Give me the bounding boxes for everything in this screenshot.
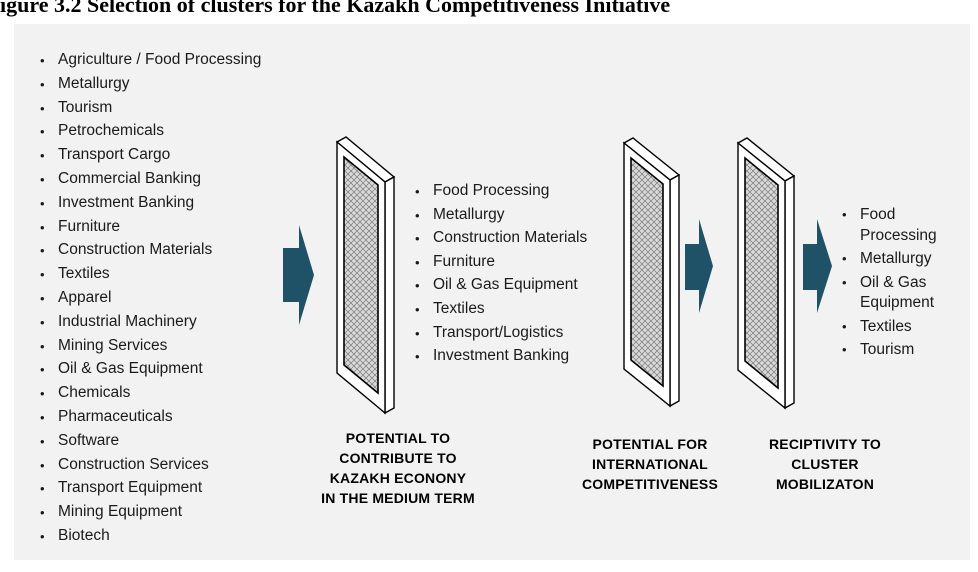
list-item: Metallurgy [415, 203, 587, 227]
right-arrow-icon [803, 219, 832, 313]
filter-screen-icon [736, 137, 796, 410]
list-item: Construction Materials [415, 226, 587, 250]
label-line: POTENTIAL TO [345, 430, 451, 446]
filter-label-medium-term: POTENTIAL TO CONTRIBUTE TO KAZAKH ECONON… [283, 428, 513, 508]
list-item: Oil & Gas Equipment [40, 357, 261, 382]
list-item: Investment Banking [415, 344, 587, 368]
list-item: Oil & Gas Equipment [415, 273, 587, 297]
list-item: Metallurgy [842, 249, 972, 270]
label-line: COMPETITIVENESS [581, 476, 719, 492]
filter-label-international: POTENTIAL FOR INTERNATIONAL COMPETITIVEN… [560, 434, 740, 494]
list-item: Chemicals [40, 381, 261, 406]
list-item: Industrial Machinery [40, 310, 261, 335]
figure-title: igure 3.2 Selection of clusters for the … [0, 0, 671, 17]
list-item: Furniture [40, 215, 261, 240]
label-line: MOBILIZATON [775, 476, 875, 492]
label-line: INTERNATIONAL [592, 456, 708, 472]
label-line: CONTRIBUTE TO [339, 450, 457, 466]
list-item: Textiles [415, 297, 587, 321]
list-item: Metallurgy [40, 72, 261, 97]
list-item: Biotech [40, 524, 261, 549]
list-item: Furniture [415, 250, 587, 274]
list-item: Investment Banking [40, 191, 261, 216]
label-line: KAZAKH ECONONY [329, 470, 467, 486]
filter-label-receptivity: RECIPTIVITY TO CLUSTER MOBILIZATON [760, 434, 890, 494]
list-item: Commercial Banking [40, 167, 261, 192]
list-item: Pharmaceuticals [40, 405, 261, 430]
label-line: POTENTIAL FOR [592, 436, 708, 452]
right-arrow-icon [685, 219, 713, 313]
list-item: Food Processing [842, 205, 972, 246]
list-item: Agriculture / Food Processing [40, 48, 261, 73]
filter-screen-icon [622, 137, 681, 408]
list-item: Textiles [40, 262, 261, 287]
list-item: Construction Services [40, 453, 261, 478]
list-item: Oil & Gas Equipment [842, 273, 972, 314]
final-clusters-list: Food Processing Metallurgy Oil & Gas Equ… [842, 205, 972, 364]
list-item: Tourism [40, 96, 261, 121]
list-item: Mining Equipment [40, 500, 261, 525]
right-arrow-icon [283, 225, 314, 325]
label-line: RECIPTIVITY TO [769, 436, 881, 452]
list-item: Transport/Logistics [415, 321, 587, 345]
stage1-clusters-list: Food Processing Metallurgy Construction … [415, 179, 587, 368]
label-line: CLUSTER [791, 456, 859, 472]
list-item: Apparel [40, 286, 261, 311]
list-item: Construction Materials [40, 238, 261, 263]
label-line: IN THE MEDIUM TERM [321, 490, 475, 506]
list-item: Transport Cargo [40, 143, 261, 168]
list-item: Petrochemicals [40, 119, 261, 144]
list-item: Mining Services [40, 334, 261, 359]
filter-screen-icon [335, 136, 396, 415]
list-item: Tourism [842, 340, 972, 361]
all-clusters-list: Agriculture / Food Processing Metallurgy… [40, 48, 261, 549]
list-item: Transport Equipment [40, 476, 261, 501]
list-item: Food Processing [415, 179, 587, 203]
list-item: Software [40, 429, 261, 454]
list-item: Textiles [842, 317, 972, 338]
